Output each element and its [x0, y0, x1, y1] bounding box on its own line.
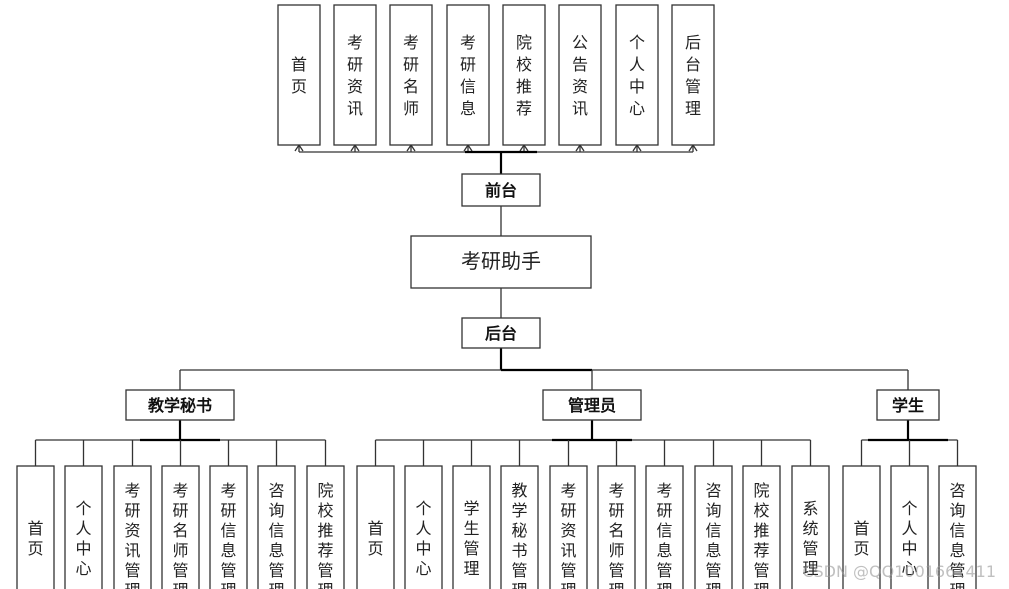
role-0-module-5-label: 咨询信息管理	[268, 481, 284, 589]
front-module-7-box	[671, 4, 715, 146]
role-0-module-3-label: 考研名师管理	[172, 481, 188, 589]
front-module-1-box	[333, 4, 377, 146]
front-module-2-label: 考研名师	[403, 33, 419, 118]
role-1-module-6-box	[645, 465, 684, 589]
role-0-module-1-box	[64, 465, 103, 589]
role-1-module-0-label: 首页	[367, 519, 383, 558]
role-1-module-8-label: 院校推荐管理	[753, 481, 769, 589]
role-0-module-3: 考研名师管理	[161, 465, 200, 589]
role-0-module-2: 考研资讯管理	[113, 465, 152, 589]
role-1-module-5: 考研名师管理	[597, 465, 636, 589]
role-2-module-2: 咨询信息管理	[938, 465, 977, 589]
front-module-4: 院校推荐	[502, 4, 546, 146]
front-module-4-box	[502, 4, 546, 146]
role-2-module-0: 首页	[842, 465, 881, 589]
root-node-box	[410, 235, 592, 289]
role-1-module-4: 考研资讯管理	[549, 465, 588, 589]
role-2-module-1-label: 个人中心	[901, 499, 917, 578]
role-2-module-0-label: 首页	[853, 519, 869, 558]
role-1-module-1-label: 个人中心	[415, 499, 431, 578]
role-0-module-4-label: 考研信息管理	[220, 481, 236, 589]
front-module-7-label: 后台管理	[685, 33, 701, 118]
role-0-module-6-box	[306, 465, 345, 589]
role-0-module-4: 考研信息管理	[209, 465, 248, 589]
front-module-4-label: 院校推荐	[516, 33, 532, 118]
role-node-1-box	[542, 389, 642, 421]
role-1-module-1: 个人中心	[404, 465, 443, 589]
watermark: CSDN @QQ1001661411	[802, 562, 996, 581]
role-0-module-3-box	[161, 465, 200, 589]
role-0-module-1-label: 个人中心	[75, 499, 91, 578]
role-0-module-1: 个人中心	[64, 465, 103, 589]
front-module-7: 后台管理	[671, 4, 715, 146]
role-1-module-4-label: 考研资讯管理	[560, 481, 576, 589]
role-1-module-9-box	[791, 465, 830, 589]
role-1-module-0-box	[356, 465, 395, 589]
role-1-module-4-box	[549, 465, 588, 589]
front-module-5-box	[558, 4, 602, 146]
role-1-module-8: 院校推荐管理	[742, 465, 781, 589]
role-1-module-6-label: 考研信息管理	[656, 481, 672, 589]
role-0-module-2-box	[113, 465, 152, 589]
front-node-label: 前台	[485, 181, 517, 200]
front-module-6-box	[615, 4, 659, 146]
role-2-module-2-box	[938, 465, 977, 589]
front-module-5: 公告资讯	[558, 4, 602, 146]
role-node-2-box	[876, 389, 940, 421]
role-node-0-label: 教学秘书	[148, 396, 212, 415]
role-0-module-0-box	[16, 465, 55, 589]
role-1-module-7-label: 咨询信息管理	[705, 481, 721, 589]
role-2-module-1: 个人中心	[890, 465, 929, 589]
front-module-0: 首页	[277, 4, 321, 146]
role-node-2-label: 学生	[892, 396, 924, 415]
role-2-module-0-box	[842, 465, 881, 589]
front-node-box	[461, 173, 541, 207]
front-module-0-box	[277, 4, 321, 146]
role-1-module-8-box	[742, 465, 781, 589]
back-node-label: 后台	[485, 324, 517, 343]
role-0-module-5: 咨询信息管理	[257, 465, 296, 589]
role-1-module-0: 首页	[356, 465, 395, 589]
front-module-6-label: 个人中心	[629, 33, 645, 118]
role-2-module-2-label: 咨询信息管理	[949, 481, 965, 589]
role-1-module-5-box	[597, 465, 636, 589]
back-node-box	[461, 317, 541, 349]
front-module-2-box	[389, 4, 433, 146]
role-1-module-9-label: 系统管理	[802, 499, 818, 578]
front-module-2: 考研名师	[389, 4, 433, 146]
role-1-module-3-box	[500, 465, 539, 589]
role-node-0-box	[125, 389, 235, 421]
role-1-module-7-box	[694, 465, 733, 589]
role-1-module-9: 系统管理	[791, 465, 830, 589]
role-node-1-label: 管理员	[568, 396, 616, 415]
root-node-label: 考研助手	[461, 249, 541, 273]
role-1-module-2-box	[452, 465, 491, 589]
role-1-module-2-label: 学生管理	[463, 499, 479, 578]
role-1-module-7: 咨询信息管理	[694, 465, 733, 589]
role-0-module-2-label: 考研资讯管理	[124, 481, 140, 589]
front-module-6: 个人中心	[615, 4, 659, 146]
role-0-module-6-label: 院校推荐管理	[317, 481, 333, 589]
front-module-1-label: 考研资讯	[347, 33, 363, 118]
role-0-module-0: 首页	[16, 465, 55, 589]
role-1-module-1-box	[404, 465, 443, 589]
front-module-0-label: 首页	[291, 55, 307, 96]
role-1-module-5-label: 考研名师管理	[608, 481, 624, 589]
role-0-module-4-box	[209, 465, 248, 589]
role-1-module-6: 考研信息管理	[645, 465, 684, 589]
role-1-module-2: 学生管理	[452, 465, 491, 589]
front-module-3-box	[446, 4, 490, 146]
role-0-module-0-label: 首页	[27, 519, 43, 558]
front-module-3: 考研信息	[446, 4, 490, 146]
role-0-module-5-box	[257, 465, 296, 589]
front-module-3-label: 考研信息	[460, 33, 476, 118]
role-2-module-1-box	[890, 465, 929, 589]
front-module-5-label: 公告资讯	[572, 33, 588, 118]
role-0-module-6: 院校推荐管理	[306, 465, 345, 589]
front-module-1: 考研资讯	[333, 4, 377, 146]
